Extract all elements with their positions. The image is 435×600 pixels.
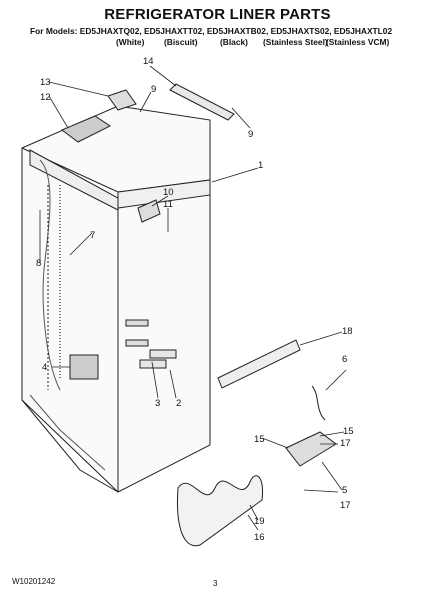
callout-1: 1 (258, 160, 263, 171)
callout-2: 2 (176, 398, 181, 409)
callout-3: 3 (155, 398, 160, 409)
color-stainless-steel: (Stainless Steel) (263, 37, 328, 47)
bracket (137, 199, 161, 223)
callout-4: 4 (42, 362, 47, 373)
evaporator-coil (176, 475, 264, 547)
callout-17a: 17 (340, 438, 351, 449)
callout-8: 8 (36, 258, 41, 269)
wire-harness (311, 385, 326, 421)
grille (69, 354, 99, 380)
callout-numbers: 1 2 3 4 5 6 7 8 9 9 10 11 12 13 14 15 15… (36, 56, 354, 543)
callout-19: 19 (254, 516, 265, 527)
callout-6: 6 (342, 354, 347, 365)
liner-body (21, 105, 211, 493)
callout-5: 5 (342, 485, 347, 496)
color-white: (White) (116, 37, 145, 47)
top-strip (169, 83, 235, 121)
light-housing (285, 431, 337, 467)
color-biscuit: (Biscuit) (164, 37, 198, 47)
callout-14: 14 (143, 56, 154, 67)
page-number: 3 (213, 579, 218, 588)
callout-10: 10 (163, 187, 174, 198)
models-line: For Models: ED5JHAXTQ02, ED5JHAXTT02, ED… (30, 26, 393, 36)
color-stainless-vcm: (Stainless VCM) (326, 37, 390, 47)
callout-9a: 9 (151, 84, 156, 95)
duct-cover (61, 89, 137, 143)
callout-17b: 17 (340, 500, 351, 511)
color-black: (Black) (220, 37, 248, 47)
callout-11: 11 (163, 199, 173, 210)
callout-15a: 15 (343, 426, 354, 437)
callout-13: 13 (40, 77, 51, 88)
leader-lines (39, 65, 347, 531)
page-title: REFRIGERATOR LINER PARTS (104, 6, 331, 23)
callout-18: 18 (342, 326, 353, 337)
cover (217, 339, 301, 389)
callout-9b: 9 (248, 129, 253, 140)
callout-12: 12 (40, 92, 51, 103)
callout-15b: 15 (254, 434, 265, 445)
callout-16: 16 (254, 532, 265, 543)
callout-7: 7 (90, 230, 95, 241)
document-code: W10201242 (12, 577, 56, 586)
